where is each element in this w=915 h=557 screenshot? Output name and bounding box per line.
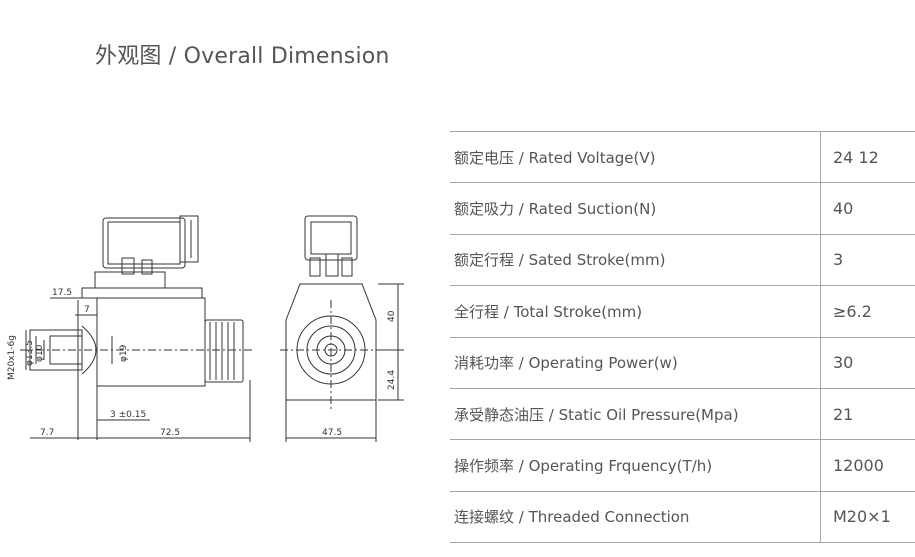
table-row: 承受静态油压 / Static Oil Pressure(Mpa) 21	[450, 388, 915, 441]
table-row: 操作频率 / Operating Frquency(T/h) 12000	[450, 439, 915, 492]
dim-7-7: 7.7	[40, 428, 54, 438]
spec-label: 连接螺纹 / Threaded Connection	[450, 491, 821, 544]
spec-table: 额定电压 / Rated Voltage(V) 24 12 额定吸力 / Rat…	[450, 130, 915, 544]
table-row: 额定吸力 / Rated Suction(N) 40	[450, 182, 915, 235]
spec-label: 额定吸力 / Rated Suction(N)	[450, 182, 821, 235]
dim-72-5: 72.5	[160, 428, 180, 438]
spec-label: 消耗功率 / Operating Power(w)	[450, 337, 821, 389]
dim-47-5: 47.5	[322, 428, 342, 438]
dim-m20: M20x1-6g	[7, 335, 17, 380]
dim-24-4: 24.4	[387, 370, 397, 390]
spec-label: 承受静态油压 / Static Oil Pressure(Mpa)	[450, 388, 821, 441]
connector-inner	[107, 221, 181, 265]
table-row: 消耗功率 / Operating Power(w) 30	[450, 337, 915, 389]
spec-value: 21	[820, 388, 915, 441]
coil-body	[96, 297, 206, 387]
dim-3: 3 ±0.15	[110, 410, 146, 420]
dim-7: 7	[84, 305, 90, 315]
dim-17-5: 17.5	[52, 288, 72, 298]
table-row: 连接螺纹 / Threaded Connection M20×1	[450, 491, 915, 544]
dim-d19: φ19	[119, 344, 129, 362]
spec-label: 全行程 / Total Stroke(mm)	[450, 285, 821, 338]
table-row: 额定行程 / Sated Stroke(mm) 3	[450, 234, 915, 287]
dim-40: 40	[387, 310, 397, 322]
spec-value: 3	[820, 234, 915, 287]
spec-value: M20×1	[820, 491, 915, 544]
page-title: 外观图 / Overall Dimension	[95, 44, 390, 69]
connector-cap	[179, 215, 199, 263]
spec-value: 30	[820, 337, 915, 389]
knob	[204, 319, 244, 383]
spec-label: 操作频率 / Operating Frquency(T/h)	[450, 439, 821, 492]
spec-value: ≥6.2	[820, 285, 915, 338]
table-row: 额定电压 / Rated Voltage(V) 24 12	[450, 130, 915, 184]
dim-d10: φ10	[35, 344, 45, 362]
dimension-drawing: 17.5 7 M20x1-6g φ13.5 φ10 φ19 3 ±0.15 7.…	[7, 215, 404, 442]
dim-d13-5: φ13.5	[25, 340, 35, 366]
spec-value: 12000	[820, 439, 915, 492]
spec-value: 40	[820, 182, 915, 235]
front-connector	[304, 215, 358, 261]
table-row: 全行程 / Total Stroke(mm) ≥6.2	[450, 285, 915, 338]
spec-value: 24 12	[820, 130, 915, 184]
spec-label: 额定电压 / Rated Voltage(V)	[450, 130, 821, 184]
spec-label: 额定行程 / Sated Stroke(mm)	[450, 234, 821, 287]
